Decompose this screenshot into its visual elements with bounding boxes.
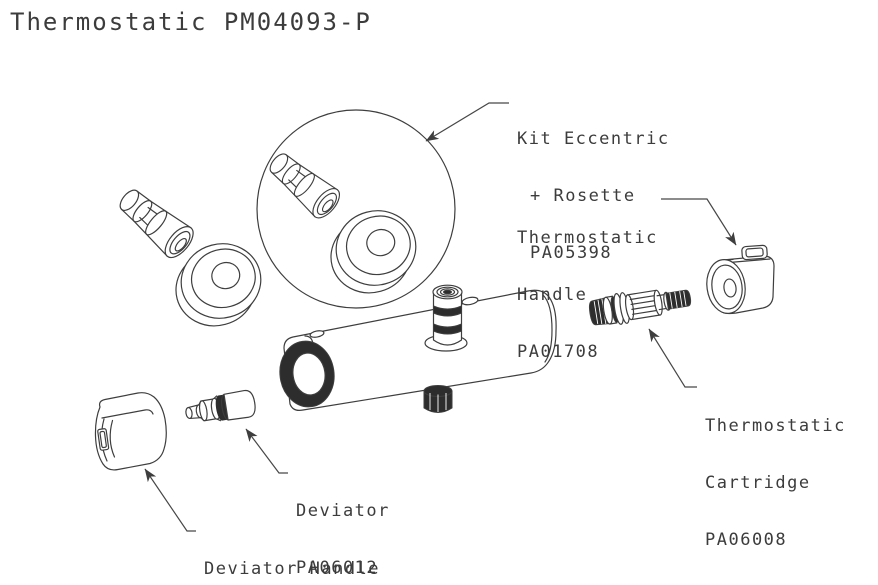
leader-deviator-handle [144,468,196,532]
callout-deviator-handle: Deviator Handle PA01658 [204,522,380,585]
callout-kit-eccentric-rosette: Kit Eccentric + Rosette PA05398 [517,92,670,301]
callout-deviator: Deviator PA06012 [296,464,390,585]
leader-thermostatic-handle [661,198,737,246]
part-number: PA01708 [517,342,600,362]
detail-rosette-drawing [320,201,427,303]
callout-line: + Rosette [530,186,636,206]
page-title: Thermostatic PM04093-P [10,8,372,36]
callout-line: Kit Eccentric [517,129,670,149]
callout-line: Cartridge [705,473,811,493]
detail-balloon-circle [256,109,456,309]
callout-line: Thermostatic [517,228,658,248]
valve-body-drawing [279,289,557,411]
callout-thermostatic-handle: Thermostatic Handle PA01708 [517,191,658,400]
part-number: PA06008 [705,530,788,550]
deviator-handle-drawing [94,392,167,471]
thermostatic-cartridge-drawing [588,289,692,326]
callout-thermostatic-cartridge: Thermostatic Cartridge PA06008 [705,379,846,585]
top-connector-drawing [424,284,468,352]
part-number: PA06012 [296,558,379,578]
callout-line: Deviator Handle [204,559,381,579]
deviator-drawing [185,389,256,422]
part-number: PA05398 [530,243,613,263]
callout-line: Handle [517,285,588,305]
detail-eccentric-fitting-drawing [262,145,345,224]
eccentric-fitting-drawing [111,181,199,263]
thermostatic-handle-drawing [706,244,775,315]
leader-deviator [245,428,288,474]
bottom-outlet-drawing [423,385,453,413]
leader-kit-eccentric-rosette [425,102,509,142]
leader-thermostatic-cartridge [648,328,697,388]
callout-line: Thermostatic [705,416,846,436]
callout-line: Deviator [296,501,390,521]
